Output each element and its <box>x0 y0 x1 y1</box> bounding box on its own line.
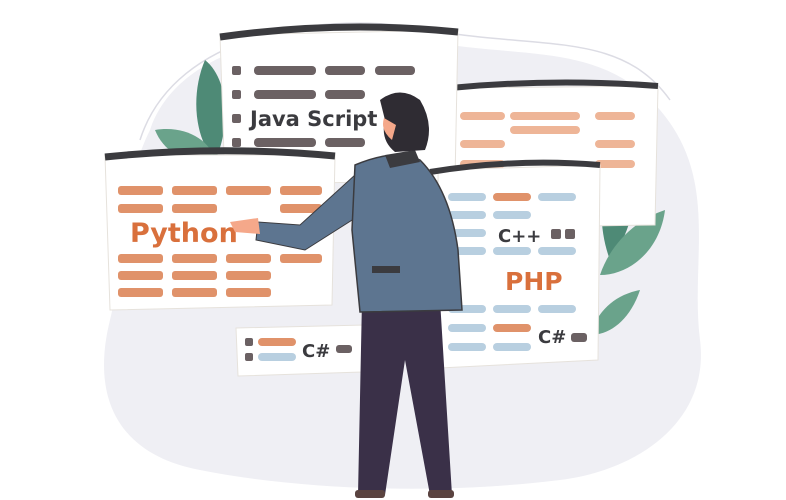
csharp-label: C# <box>538 327 566 348</box>
php-label: PHP <box>505 267 563 296</box>
python-label: Python <box>130 218 238 249</box>
javascript-label: Java Script <box>248 107 377 131</box>
card-csharp: C# <box>235 324 366 377</box>
person <box>230 92 463 498</box>
pants <box>358 300 452 495</box>
cpp-label: C++ <box>498 226 541 247</box>
window-python: Python <box>104 147 336 311</box>
csharp-card-label: C# <box>302 341 330 362</box>
